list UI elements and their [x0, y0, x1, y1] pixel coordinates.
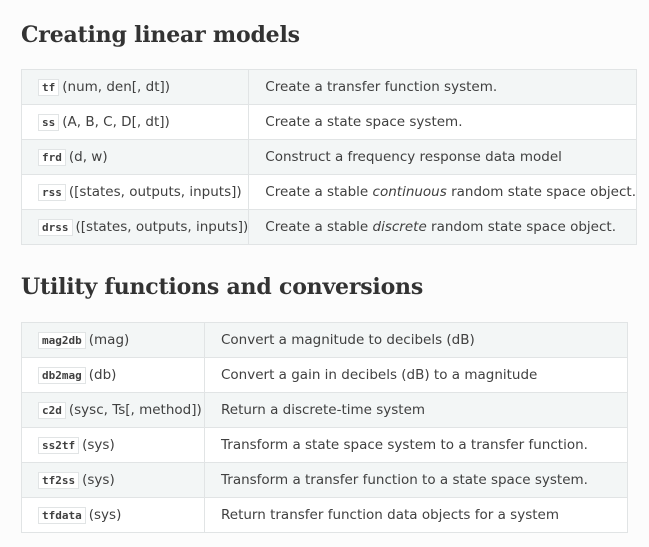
function-name[interactable]: c2d	[38, 402, 66, 419]
function-signature-cell: drss([states, outputs, inputs])	[20, 209, 250, 245]
description-text: Construct a frequency response data mode…	[265, 149, 562, 165]
function-link[interactable]: rss	[38, 184, 69, 201]
function-link[interactable]: tfdata	[38, 507, 89, 524]
function-signature-cell: frd(d, w)	[20, 139, 250, 175]
function-signature-cell: ss2tf(sys)	[21, 427, 205, 463]
function-signature-cell: db2mag(db)	[21, 357, 205, 393]
section-utility-functions: Utility functions and conversions mag2db…	[21, 274, 628, 533]
function-name[interactable]: tf	[38, 79, 60, 96]
function-signature-cell: tf(num, den[, dt])	[20, 69, 250, 105]
function-table: tf(num, den[, dt]) Create a transfer func…	[20, 69, 637, 245]
function-description-cell: Create a transfer function system.	[248, 69, 637, 105]
function-description-cell: Create a stable continuous random state …	[248, 174, 637, 210]
function-link[interactable]: tf	[38, 79, 62, 96]
description-text: Return a discrete-time system	[221, 402, 426, 418]
function-name[interactable]: ss2tf	[38, 437, 80, 454]
description-text: random state space object.	[426, 219, 616, 235]
table-row: frd(d, w) Construct a frequency response …	[20, 139, 637, 175]
description-text: Create a stable	[265, 219, 373, 235]
function-params: ([states, outputs, inputs])	[75, 219, 249, 235]
function-name[interactable]: rss	[38, 184, 66, 201]
function-params: (sys)	[88, 507, 122, 523]
function-link[interactable]: frd	[38, 149, 69, 166]
function-name[interactable]: tf2ss	[38, 472, 80, 489]
function-params: (sys)	[82, 437, 115, 453]
table-row: drss([states, outputs, inputs])Create a …	[20, 209, 637, 245]
table-row: tfdata(sys) Return transfer function data…	[21, 497, 628, 533]
function-signature-cell: mag2db(mag)	[21, 322, 205, 358]
table-row: c2d(sysc, Ts[, method]) Return a discrete…	[21, 392, 628, 428]
description-text: Return transfer function data objects fo…	[221, 507, 559, 523]
function-description-cell: Convert a magnitude to decibels (dB)	[204, 322, 628, 358]
function-name[interactable]: frd	[38, 149, 66, 166]
description-text: Transform a state space system to a tran…	[221, 437, 588, 453]
function-params: ([states, outputs, inputs])	[68, 184, 242, 200]
function-signature-cell: tfdata(sys)	[21, 497, 205, 533]
function-table: mag2db(mag) Convert a magnitude to decibe…	[21, 322, 628, 533]
description-text: Create a stable	[265, 184, 373, 200]
function-signature-cell: ss(A, B, C, D[, dt])	[20, 104, 250, 140]
description-text: Create a transfer function system.	[265, 79, 498, 95]
description-text: Convert a magnitude to decibels (dB)	[221, 332, 475, 348]
function-params: (A, B, C, D[, dt])	[62, 114, 170, 130]
function-link[interactable]: c2d	[38, 402, 69, 419]
function-description-cell: Create a stable discrete random state sp…	[248, 209, 637, 245]
function-description-cell: Create a state space system.	[248, 104, 637, 140]
function-name[interactable]: drss	[38, 219, 73, 236]
description-emphasis: continuous	[372, 184, 447, 200]
table-row: tf2ss(sys) Transform a transfer function …	[21, 462, 628, 498]
table-row: rss([states, outputs, inputs])Create a s…	[20, 174, 637, 210]
function-params: (d, w)	[68, 149, 108, 165]
description-text: Transform a transfer function to a state…	[221, 472, 588, 488]
function-link[interactable]: ss2tf	[38, 437, 82, 454]
function-description-cell: Transform a state space system to a tran…	[204, 427, 628, 463]
function-name[interactable]: mag2db	[38, 332, 86, 349]
table-row: mag2db(mag) Convert a magnitude to decibe…	[21, 322, 628, 358]
table-row: ss(A, B, C, D[, dt]) Create a state space…	[20, 104, 637, 140]
function-description-cell: Return a discrete-time system	[204, 392, 628, 428]
description-text: random state space object.	[446, 184, 636, 200]
function-params: (sysc, Ts[, method])	[68, 402, 202, 418]
section-title: Creating linear models	[21, 22, 300, 48]
function-description-cell: Construct a frequency response data mode…	[248, 139, 637, 175]
function-link[interactable]: drss	[38, 219, 76, 236]
function-name[interactable]: tfdata	[38, 507, 86, 524]
description-text: Convert a gain in decibels (dB) to a mag…	[221, 367, 538, 383]
function-params: (mag)	[88, 332, 130, 348]
function-name[interactable]: db2mag	[38, 367, 86, 384]
function-signature-cell: rss([states, outputs, inputs])	[20, 174, 250, 210]
function-link[interactable]: tf2ss	[38, 472, 82, 489]
function-link[interactable]: mag2db	[38, 332, 89, 349]
function-signature-cell: c2d(sysc, Ts[, method])	[21, 392, 205, 428]
description-emphasis: discrete	[372, 219, 427, 235]
function-description-cell: Return transfer function data objects fo…	[204, 497, 628, 533]
table-row: ss2tf(sys) Transform a state space system…	[21, 427, 628, 463]
function-link[interactable]: ss	[38, 114, 62, 131]
function-params: (num, den[, dt])	[62, 79, 171, 95]
function-params: (db)	[88, 367, 117, 383]
function-signature-cell: tf2ss(sys)	[21, 462, 205, 498]
function-description-cell: Transform a transfer function to a state…	[204, 462, 628, 498]
section-creating-linear-models: Creating linear models tf(num, den[, dt]…	[20, 22, 637, 245]
function-description-cell: Convert a gain in decibels (dB) to a mag…	[204, 357, 628, 393]
function-name[interactable]: ss	[38, 114, 60, 131]
table-row: tf(num, den[, dt]) Create a transfer func…	[20, 69, 637, 105]
function-params: (sys)	[82, 472, 115, 488]
table-row: db2mag(db) Convert a gain in decibels (dB…	[21, 357, 628, 393]
function-link[interactable]: db2mag	[38, 367, 89, 384]
section-title: Utility functions and conversions	[21, 274, 424, 300]
description-text: Create a state space system.	[265, 114, 463, 130]
